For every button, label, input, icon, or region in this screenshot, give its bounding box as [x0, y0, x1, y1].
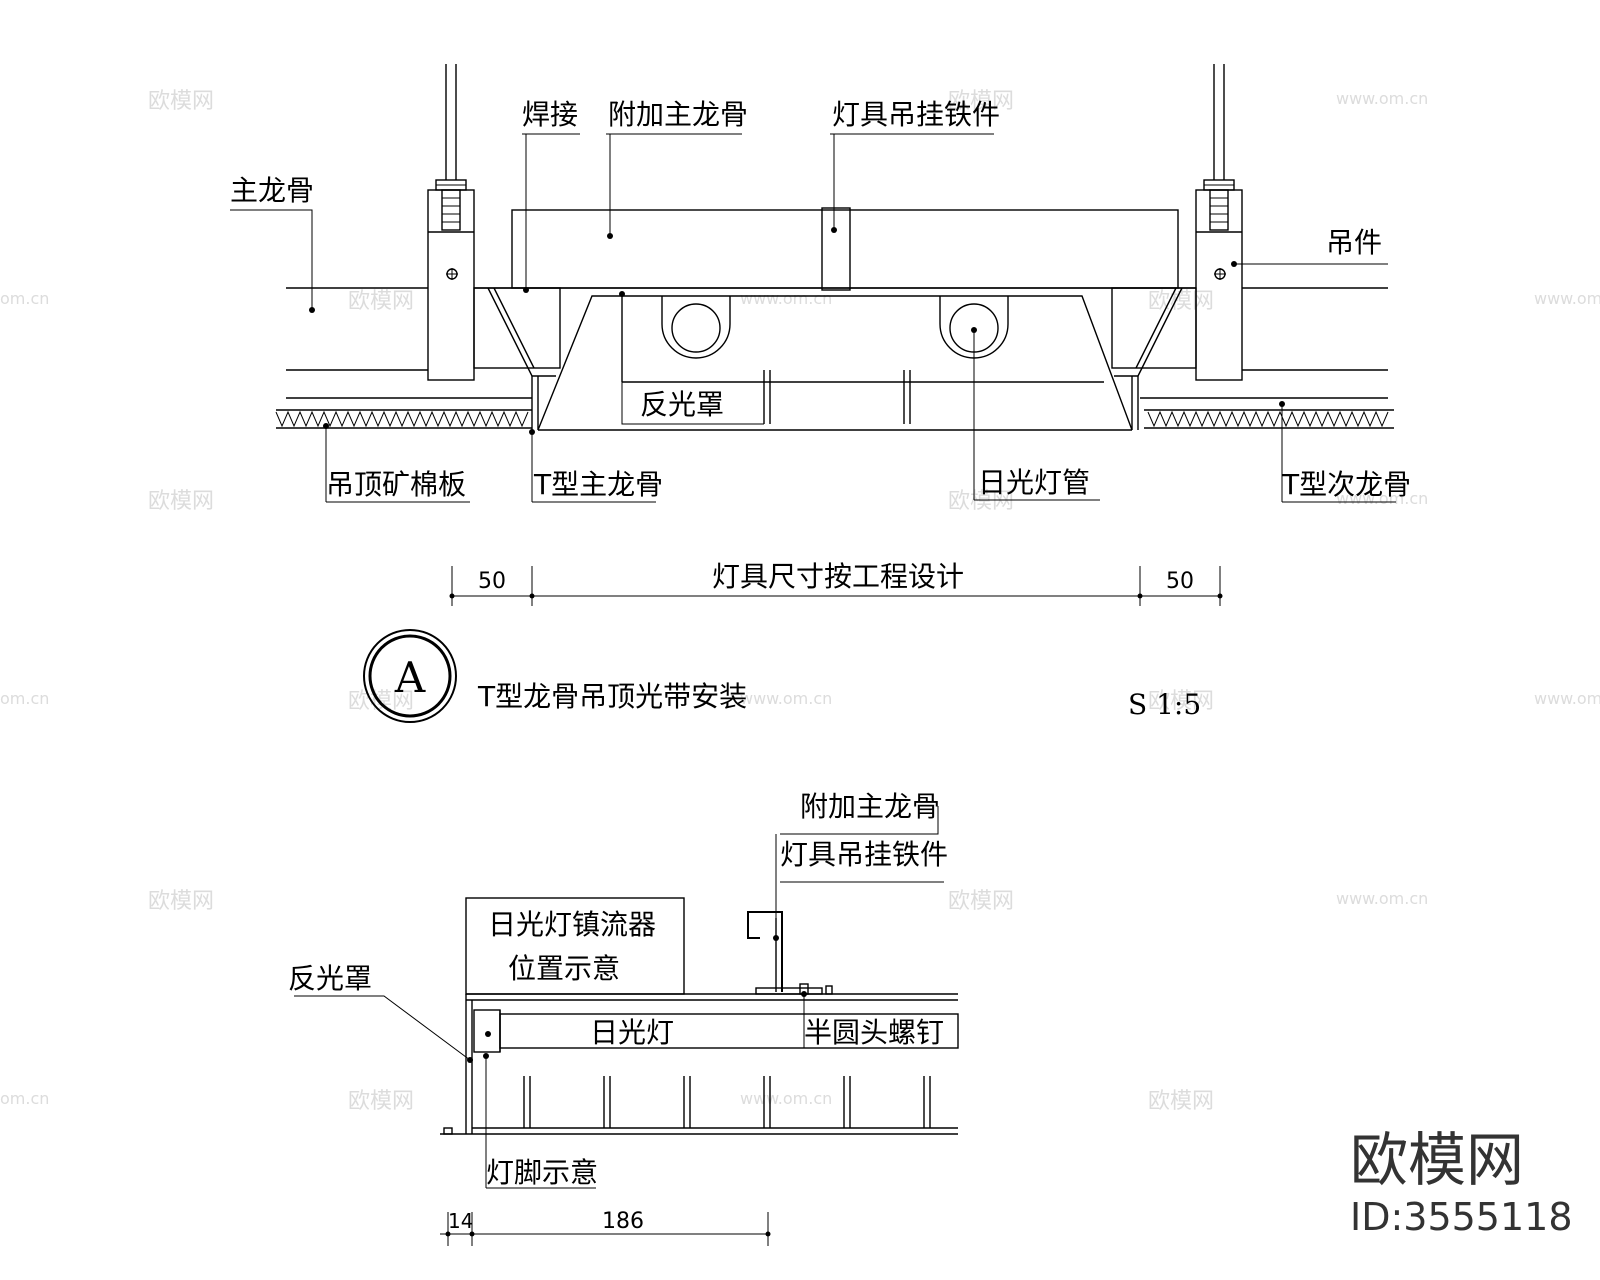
label-hanger: 吊件 [1326, 226, 1382, 259]
lamp-feet [523, 1076, 931, 1128]
section-tag-letter: A [394, 653, 426, 702]
watermark-url: om.cn [0, 289, 49, 308]
dimension-line-a [449, 566, 1223, 606]
watermark-url: www.om.cn [740, 289, 832, 308]
watermark-text: 欧模网 [348, 1089, 414, 1114]
watermark-url: om.cn [0, 1089, 49, 1108]
watermark-url: www.om.cn [740, 1089, 832, 1108]
watermark-text: 欧模网 [1148, 289, 1214, 314]
watermark-url: www.om.cn [740, 689, 832, 708]
dimension-right: 50 [1166, 569, 1194, 594]
hanger-rod-right [1195, 64, 1243, 381]
section-a-drawing [230, 64, 1396, 723]
right-keel-box [1111, 287, 1197, 369]
reflector-housing [487, 287, 1183, 431]
watermark-text: 欧模网 [1148, 689, 1214, 714]
watermark-url: www.om.cn [1336, 889, 1428, 908]
label-b-lamp-hanger: 灯具吊挂铁件 [780, 838, 948, 871]
label-fluorescent-tube: 日光灯管 [978, 466, 1090, 499]
lamp-hanger-bracket [747, 911, 833, 995]
watermark-text: 欧模网 [1148, 1089, 1214, 1114]
hanger-rod-left [427, 64, 475, 381]
label-ballast-line2: 位置示意 [508, 952, 620, 985]
label-screw: 半圆头螺钉 [804, 1016, 944, 1049]
section-title: T型龙骨吊顶光带安装 [477, 680, 747, 713]
brand-name: 欧模网 [1350, 1126, 1524, 1194]
dimension-b-right: 186 [602, 1209, 644, 1234]
dimension-left: 50 [478, 569, 506, 594]
label-lamp-hanger: 灯具吊挂铁件 [832, 98, 1000, 131]
watermark-text: 欧模网 [948, 489, 1014, 514]
brand-id: ID:3555118 [1350, 1195, 1573, 1239]
leaders-a [230, 133, 1396, 503]
section-tag-a [363, 629, 457, 723]
scale-note: S 1:5 [1128, 688, 1201, 721]
mineral-board-left [275, 409, 532, 429]
leaders-b [294, 806, 944, 1189]
watermark-url: www.om.cn [1336, 489, 1428, 508]
watermark-text: 欧模网 [148, 489, 214, 514]
label-ballast-line1: 日光灯镇流器 [488, 908, 656, 941]
tube-left [661, 296, 731, 359]
label-fluorescent: 日光灯 [590, 1016, 674, 1049]
label-main-keel: 主龙骨 [230, 174, 314, 207]
left-keel-box [473, 287, 561, 369]
watermark-text: 欧模网 [948, 89, 1014, 114]
label-t-secondary-keel: T型次龙骨 [1281, 468, 1411, 501]
label-b-extra-main-keel: 附加主龙骨 [800, 790, 940, 823]
watermark-text: 欧模网 [148, 889, 214, 914]
section-b-drawing [294, 806, 959, 1246]
mineral-board-right [1144, 409, 1394, 429]
dimension-b-left: 14 [448, 1209, 473, 1233]
label-welding: 焊接 [522, 98, 578, 131]
watermark-url: www.om.cn [1534, 689, 1600, 708]
watermark-text: 欧模网 [948, 889, 1014, 914]
label-extra-main-keel: 附加主龙骨 [608, 98, 748, 131]
label-reflector: 反光罩 [640, 388, 724, 421]
label-t-main-keel: T型主龙骨 [533, 468, 663, 501]
dimension-line-b [440, 1212, 771, 1246]
label-mineral-board: 吊顶矿棉板 [326, 468, 466, 501]
watermark-text: 欧模网 [148, 89, 214, 114]
watermark-url: www.om.cn [1534, 289, 1600, 308]
watermark-url: om.cn [0, 689, 49, 708]
extra-main-keel [511, 207, 1179, 291]
watermark-text: 欧模网 [348, 289, 414, 314]
label-b-reflector: 反光罩 [288, 962, 372, 995]
label-lamp-foot: 灯脚示意 [486, 1156, 598, 1189]
watermark-url: www.om.cn [1336, 89, 1428, 108]
dimension-middle: 灯具尺寸按工程设计 [712, 560, 964, 593]
watermark-layer: 欧模网 欧模网 www.om.cn om.cn 欧模网 www.om.cn 欧模… [0, 89, 1600, 1114]
